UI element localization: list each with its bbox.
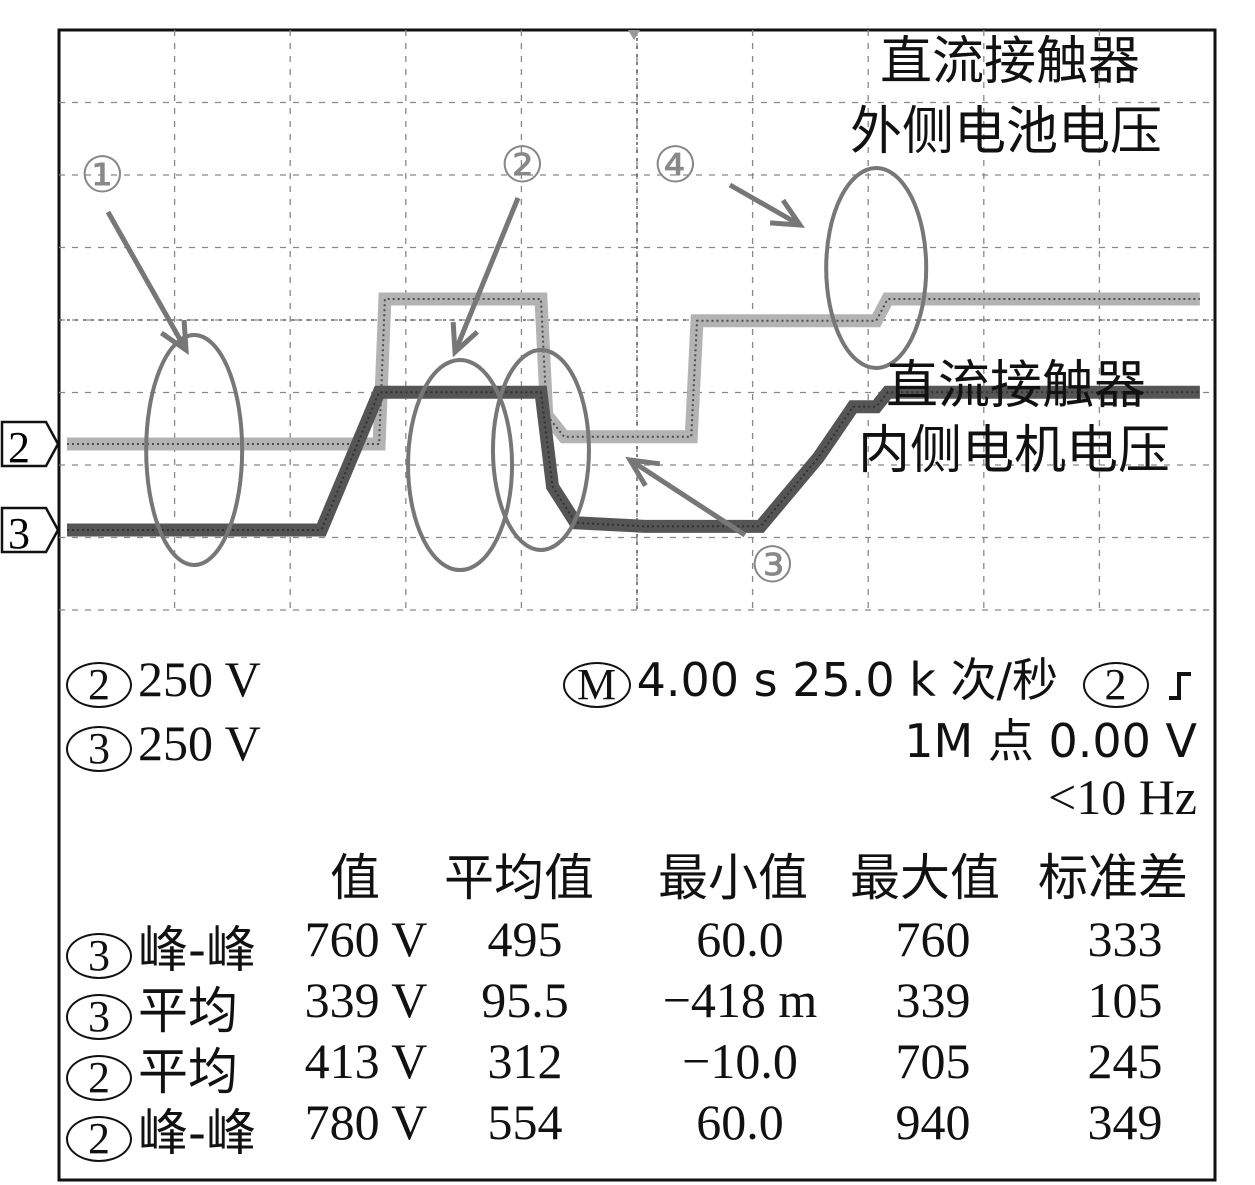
- callout-arrowhead-2: [450, 321, 479, 358]
- timebase-value: 4.00 s 25.0 k 次/秒: [636, 653, 1058, 707]
- channel-2-marker-label: 2: [8, 423, 30, 472]
- channel-3-marker: 3: [0, 506, 60, 558]
- callout-circle-3: [490, 348, 591, 552]
- measurement-name: 平均: [138, 982, 238, 1040]
- measurement-cell: 333: [1087, 911, 1163, 967]
- measurement-cell: 312: [487, 1033, 563, 1089]
- col-header-std: 标准差: [1038, 849, 1188, 907]
- measurement-cell: 105: [1087, 972, 1163, 1028]
- inner-voltage-label-1: 直流接触器: [886, 356, 1147, 416]
- callout-labels: ① ② ③ ④: [80, 136, 795, 594]
- measurement-cell: 495: [487, 911, 563, 967]
- measurement-cell: 760 V: [304, 911, 428, 967]
- callout-label-3: ③: [750, 536, 795, 594]
- measurement-cell: −10.0: [682, 1033, 798, 1089]
- measurement-channel-badge: 3: [66, 932, 132, 979]
- trigger-channel-badge: 2: [1082, 661, 1149, 708]
- channel-2-badge: 2: [66, 661, 132, 708]
- trace-channel-3: [67, 385, 1200, 537]
- callout-arrowhead-1: [159, 319, 189, 356]
- channel-3-marker-label: 3: [8, 509, 30, 558]
- callout-arrow-2: [452, 197, 521, 353]
- channel-3-badge: 3: [66, 725, 132, 772]
- traces: [67, 292, 1200, 537]
- measurement-cell: 349: [1087, 1094, 1163, 1150]
- col-header-mean: 平均值: [444, 849, 594, 907]
- measurement-cell: 760: [895, 911, 971, 967]
- callout-arrowhead-4: [769, 198, 805, 228]
- callout-arrows: [105, 182, 805, 538]
- callout-circle-1: [144, 333, 245, 567]
- m-badge: M: [562, 661, 631, 708]
- callout-label-1: ①: [80, 146, 125, 204]
- measurement-cell: 339: [895, 972, 971, 1028]
- trigger-pointer-icon: [628, 30, 640, 40]
- measurement-name: 峰-峰: [138, 1104, 257, 1162]
- callout-label-4: ④: [653, 136, 698, 194]
- callout-arrow-3: [628, 457, 747, 538]
- measurement-channel-badge: 2: [66, 1054, 132, 1101]
- measurement-cell: 413 V: [304, 1033, 428, 1089]
- measurement-channel-badge: 3: [66, 993, 132, 1040]
- channel-2-marker: 2: [0, 420, 60, 472]
- measurement-name: 平均: [138, 1043, 238, 1101]
- callout-arrow-1: [105, 210, 189, 352]
- measurement-cell: 60.0: [696, 911, 784, 967]
- inner-voltage-label-2: 内侧电机电压: [858, 421, 1171, 481]
- outer-voltage-label-1: 直流接触器: [880, 32, 1141, 92]
- measurement-cell: 339 V: [304, 972, 428, 1028]
- measurement-cell: 705: [895, 1033, 971, 1089]
- channel-3-scale-value: 250 V: [138, 715, 261, 771]
- callout-arrowhead-3: [625, 456, 661, 487]
- measurement-name: 峰-峰: [138, 921, 257, 979]
- col-header-min: 最小值: [658, 849, 808, 907]
- measurement-cell: 940: [895, 1094, 971, 1150]
- callout-circles: [144, 166, 929, 572]
- callout-circle-2: [406, 358, 515, 572]
- measurement-cell: 95.5: [481, 972, 569, 1028]
- callout-arrow-4: [728, 182, 802, 228]
- measurement-cell: 554: [487, 1094, 563, 1150]
- channel-2-scale-value: 250 V: [138, 651, 261, 707]
- callout-circle-4: [824, 166, 929, 370]
- measurement-cell: −418 m: [662, 972, 818, 1028]
- measurement-channel-badge: 2: [66, 1115, 132, 1162]
- col-header-max: 最大值: [850, 849, 1000, 907]
- col-header-value: 值: [330, 849, 380, 907]
- trace-channel-2: [67, 292, 1200, 451]
- measurement-cell: 60.0: [696, 1094, 784, 1150]
- measurement-cell: 780 V: [304, 1094, 428, 1150]
- record-length-readout: 1M 点 0.00 V: [904, 714, 1197, 768]
- measurement-cell: 245: [1087, 1033, 1163, 1089]
- callout-label-2: ②: [500, 136, 545, 194]
- trigger-frequency-readout: <10 Hz: [1048, 769, 1197, 825]
- outer-voltage-label-2: 外侧电池电压: [850, 102, 1163, 162]
- rising-edge-icon: [1169, 671, 1191, 700]
